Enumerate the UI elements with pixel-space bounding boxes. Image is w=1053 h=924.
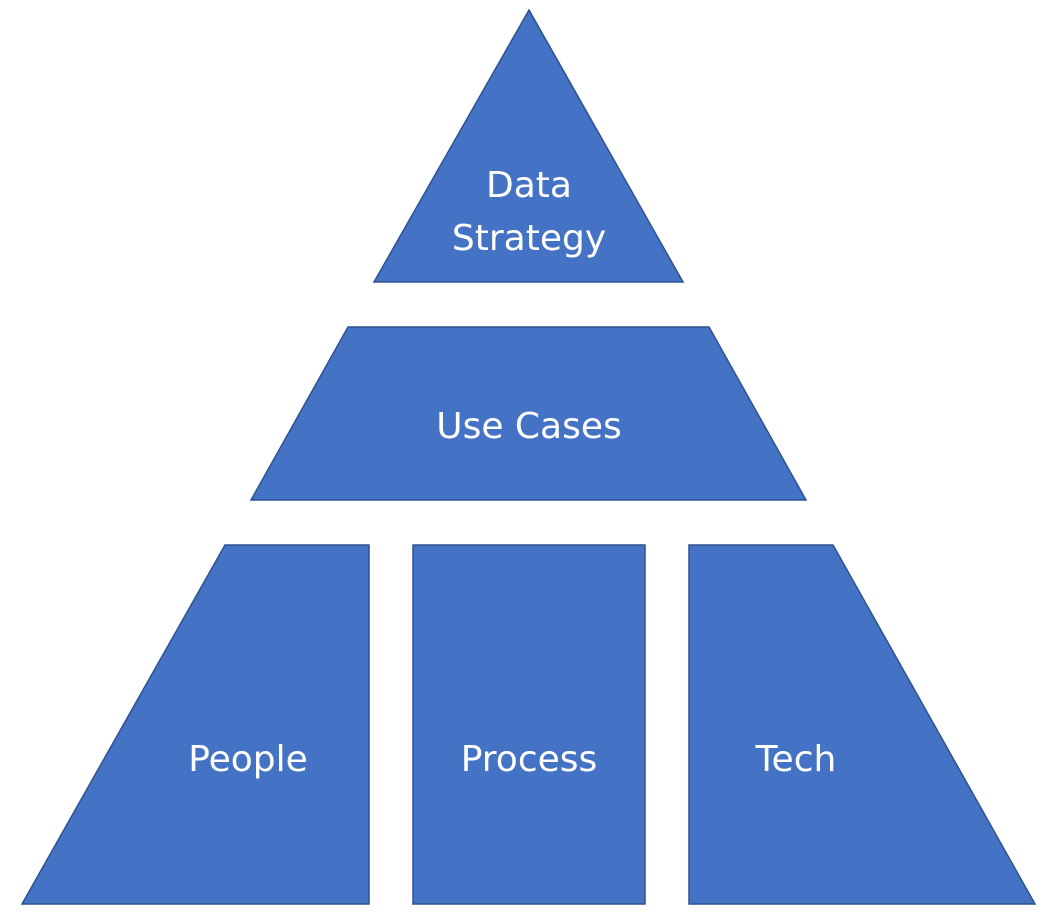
people-label: People	[188, 739, 308, 780]
process-shape	[412, 544, 646, 905]
people-shape	[20, 544, 370, 905]
use-cases-shape	[249, 326, 808, 501]
data-strategy-shape	[372, 8, 685, 283]
process-label: Process	[461, 739, 598, 780]
tech-label: Tech	[755, 739, 837, 780]
tech-shape	[688, 544, 1037, 905]
data-strategy-label-line1: Data	[486, 165, 572, 206]
data-strategy-label-line2: Strategy	[452, 218, 606, 259]
use-cases-label: Use Cases	[436, 406, 622, 447]
